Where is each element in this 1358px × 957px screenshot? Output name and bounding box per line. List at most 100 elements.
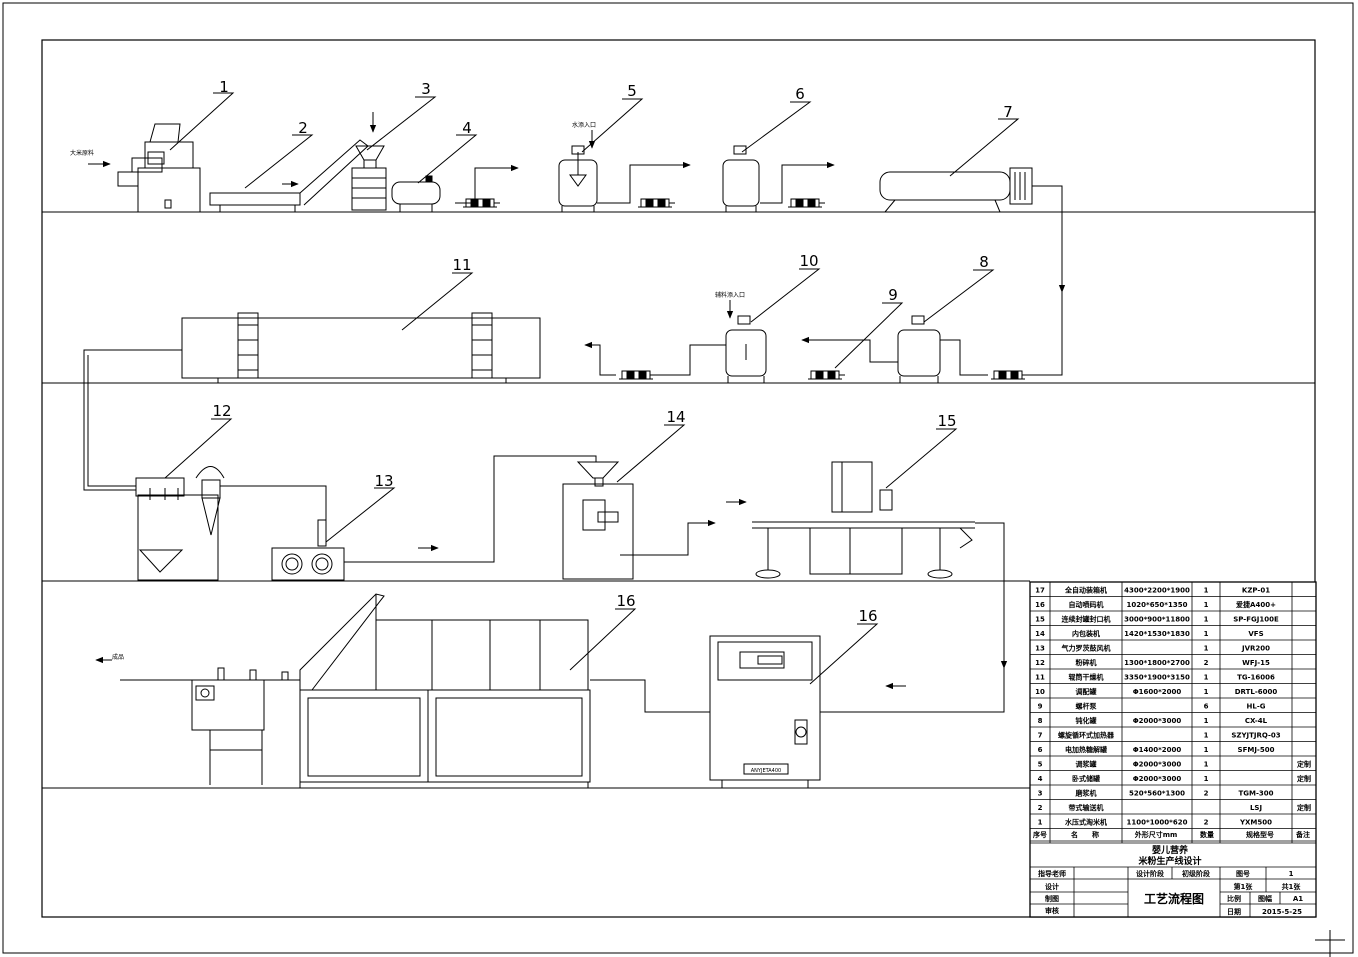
bom-cell-name: 内包装机 — [1072, 629, 1100, 638]
bom-cell-dims: 3350*1900*3150 — [1124, 674, 1190, 682]
callout-11: 11 — [452, 256, 471, 274]
bom-cell-model: TG-16006 — [1237, 674, 1275, 682]
bom-cell-name: 带式输送机 — [1069, 803, 1104, 812]
raw-rice-input-label: 大米原料 — [70, 149, 94, 157]
bom-cell-name: 卧式储罐 — [1072, 774, 1100, 783]
slurry-mixing-tank — [558, 145, 598, 212]
can-sealing-line — [752, 461, 975, 579]
bom-cell-no: 2 — [1038, 804, 1043, 812]
bom-cell-no: 6 — [1038, 746, 1043, 754]
bom-cell-note: 定制 — [1297, 760, 1311, 769]
bom-cell-dims: 4300*2200*1900 — [1124, 587, 1190, 595]
drawing-no-value: 1 — [1289, 870, 1294, 878]
passivation-tank — [897, 315, 941, 383]
horizontal-storage-tank — [391, 175, 441, 212]
bom-cell-name: 调配罐 — [1076, 687, 1097, 696]
callout-16a: 16 — [616, 592, 635, 610]
drawing-title-line2: 米粉生产线设计 — [1137, 855, 1201, 867]
designer-label: 设计 — [1045, 882, 1059, 891]
callout-16b: 16 — [858, 607, 877, 625]
bom-cell-model: DRTL-6000 — [1235, 688, 1278, 696]
coder-model-label: ANYJETA400 — [751, 768, 781, 774]
roots-blower — [271, 519, 345, 581]
pump-icon — [807, 370, 846, 380]
bom-cell-name: 粉碎机 — [1076, 658, 1097, 667]
bom-cell-qty: 1 — [1204, 674, 1209, 682]
bom-cell-name: 水压式淘米机 — [1065, 818, 1107, 827]
colloid-mill — [351, 145, 387, 211]
bom-cell-dims: Φ2000*3000 — [1133, 717, 1182, 725]
drawing-title-line1: 婴儿营养 — [1152, 844, 1188, 856]
bom-cell-dims: Φ2000*3000 — [1133, 775, 1182, 783]
bom-cell-no: 15 — [1035, 616, 1045, 624]
crusher-with-cyclone — [135, 466, 225, 581]
scale-label: 比例 — [1227, 894, 1241, 903]
bom-cell-name: 电加热糖解罐 — [1065, 745, 1107, 754]
bom-cell-no: 14 — [1035, 630, 1045, 638]
reviewer-label: 审核 — [1045, 906, 1059, 915]
bom-cell-dims: 1020*650*1350 — [1127, 601, 1188, 609]
bom-cell-no: 9 — [1038, 703, 1043, 711]
bom-cell-name: 全自动装箱机 — [1064, 586, 1107, 595]
callout-7: 7 — [1003, 103, 1013, 121]
bom-cell-model: WFJ-15 — [1242, 659, 1270, 667]
design-stage-value: 初级阶段 — [1182, 869, 1210, 878]
bom-cell-qty: 6 — [1204, 703, 1209, 711]
saccharification-tank — [722, 145, 760, 212]
callout-4: 4 — [462, 119, 472, 137]
callout-3: 3 — [421, 80, 431, 98]
bom-cell-name: 钝化罐 — [1075, 716, 1097, 725]
bom-cell-name: 磨浆机 — [1076, 789, 1097, 798]
bom-header-note: 备注 — [1295, 830, 1310, 839]
bom-header-qty: 数量 — [1200, 830, 1214, 839]
bom-cell-qty: 2 — [1204, 819, 1209, 827]
bom-cell-model: SFMJ-500 — [1238, 746, 1275, 754]
bom-cell-note: 定制 — [1297, 774, 1311, 783]
callout-8: 8 — [979, 253, 989, 271]
bom-cell-qty: 1 — [1204, 732, 1209, 740]
process-piping — [83, 161, 1066, 713]
bom-cell-name: 连续封罐封口机 — [1062, 615, 1111, 624]
bom-cell-qty: 1 — [1204, 587, 1209, 595]
bom-cell-model: LSJ — [1250, 804, 1262, 812]
instructor-label: 指导老师 — [1038, 869, 1066, 878]
bom-cell-name: 气力罗茨鼓风机 — [1061, 644, 1111, 653]
bom-cell-dims: 520*560*1300 — [1129, 790, 1185, 798]
bom-cell-dims: 1100*1000*620 — [1127, 819, 1188, 827]
bom-cell-name: 螺旋循环式加热器 — [1058, 731, 1115, 740]
pump-icon — [618, 370, 657, 380]
callout-5: 5 — [627, 82, 637, 100]
format-label: 图幅 — [1258, 894, 1272, 903]
drafter-label: 制图 — [1045, 894, 1059, 903]
callout-13: 13 — [374, 472, 393, 490]
bom-cell-qty: 1 — [1204, 717, 1209, 725]
pump-icon — [637, 198, 676, 208]
bom-cell-no: 11 — [1035, 674, 1045, 682]
bom-cell-dims: Φ2000*3000 — [1133, 761, 1182, 769]
bom-cell-dims: Φ1600*2000 — [1133, 688, 1182, 696]
bom-cell-dims: 1300*1800*2700 — [1124, 659, 1190, 667]
bom-cell-model: VFS — [1248, 630, 1263, 638]
bom-cell-name: 调浆罐 — [1076, 760, 1097, 769]
bom-header-model: 规格型号 — [1246, 830, 1274, 839]
bom-cell-model: KZP-01 — [1242, 587, 1270, 595]
callout-14: 14 — [666, 408, 685, 426]
bom-cell-no: 13 — [1035, 645, 1045, 653]
product-output-label: 成品 — [112, 653, 124, 661]
bom-cell-no: 1 — [1038, 819, 1043, 827]
bom-cell-no: 17 — [1035, 587, 1045, 595]
bom-cell-dims: 3000*900*11800 — [1124, 616, 1190, 624]
inner-packaging-machine — [562, 461, 634, 580]
bom-cell-qty: 1 — [1204, 645, 1209, 653]
callout-leaders — [164, 92, 1020, 685]
bom-cell-name: 螺杆泵 — [1076, 702, 1097, 711]
date-value: 2015-5-25 — [1262, 908, 1302, 916]
additive-inlet-label: 辅料添入口 — [715, 291, 745, 299]
bom-cell-model: SZYJTJRQ-03 — [1231, 732, 1280, 740]
bom-cell-name: 自动喷码机 — [1069, 600, 1104, 609]
design-stage-label: 设计阶段 — [1136, 869, 1164, 878]
bom-cell-no: 7 — [1038, 732, 1043, 740]
bom-cell-no: 3 — [1038, 790, 1043, 798]
